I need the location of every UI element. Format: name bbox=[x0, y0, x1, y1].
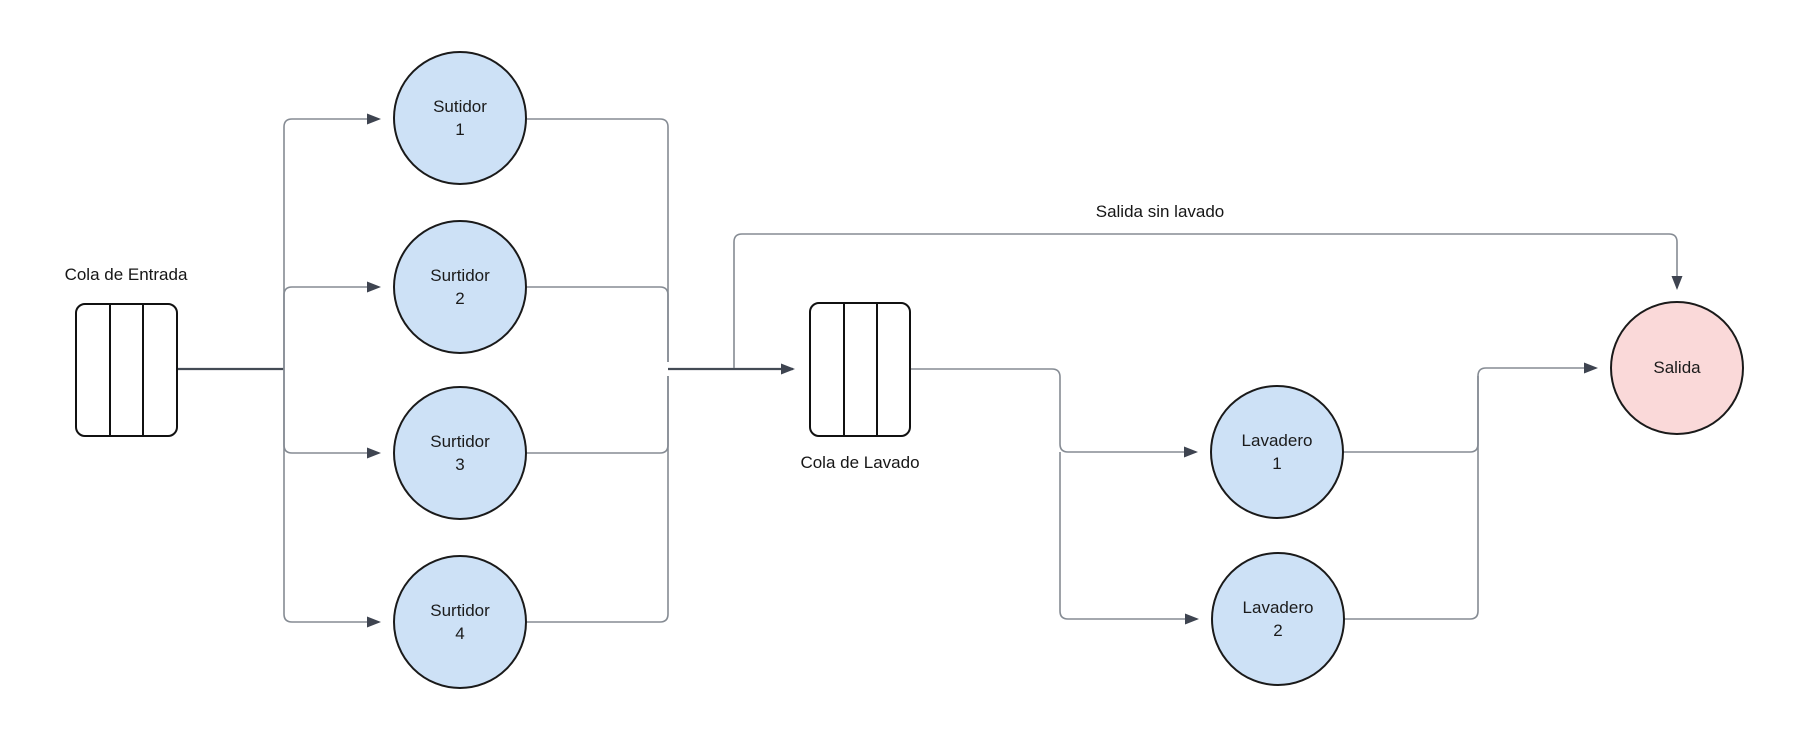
node-label: 2 bbox=[1273, 621, 1283, 640]
node-surtidor-2[interactable]: Surtidor 2 bbox=[393, 220, 527, 354]
edge-wash-queue-to-lavadero-1 bbox=[911, 368, 1198, 458]
node-label: 3 bbox=[455, 455, 465, 474]
edge-wash-queue-to-lavadero-2 bbox=[1059, 452, 1199, 625]
edge-junction-to-sutidor-1 bbox=[283, 113, 381, 369]
edge-lavadero-1-out-to-salida bbox=[1343, 362, 1598, 453]
node-label: Surtidor bbox=[430, 600, 490, 620]
edge-sutidor-1-out bbox=[527, 118, 669, 362]
bypass-edge-label: Salida sin lavado bbox=[1095, 202, 1225, 221]
node-label: Surtidor bbox=[430, 431, 490, 451]
wash-queue-label: Cola de Lavado bbox=[800, 453, 920, 472]
node-label: 4 bbox=[455, 624, 465, 643]
entry-queue-label: Cola de Entrada bbox=[64, 265, 188, 284]
entry-queue-shape[interactable] bbox=[75, 303, 178, 437]
node-surtidor-4[interactable]: Surtidor 4 bbox=[393, 555, 527, 689]
queue-divider bbox=[142, 305, 144, 435]
queue-divider bbox=[109, 305, 111, 435]
node-label: 2 bbox=[455, 289, 465, 308]
node-label: Sutidor bbox=[433, 96, 487, 116]
edge-lavadero-2-out bbox=[1344, 376, 1479, 620]
node-label: Surtidor bbox=[430, 265, 490, 285]
node-label: Lavadero bbox=[1241, 430, 1313, 450]
node-sutidor-1[interactable]: Sutidor 1 bbox=[393, 51, 527, 185]
node-label: Salida bbox=[1653, 358, 1701, 378]
edge-surtidor-4-out bbox=[527, 376, 669, 623]
node-salida[interactable]: Salida bbox=[1610, 301, 1744, 435]
wash-queue-shape[interactable] bbox=[809, 302, 911, 437]
node-label: 1 bbox=[1272, 454, 1282, 473]
edge-junction-to-surtidor-2 bbox=[283, 281, 381, 369]
queue-divider bbox=[876, 304, 878, 435]
node-label: 1 bbox=[455, 120, 465, 139]
edge-surtidor-3-out bbox=[527, 376, 669, 454]
edge-junction-to-surtidor-3 bbox=[283, 369, 381, 459]
edge-junction-to-surtidor-4 bbox=[283, 369, 381, 628]
edge-surtidor-2-out bbox=[527, 286, 669, 362]
queue-divider bbox=[843, 304, 845, 435]
node-label: Lavadero bbox=[1242, 597, 1314, 617]
node-lavadero-1[interactable]: Lavadero 1 bbox=[1210, 385, 1344, 519]
node-surtidor-3[interactable]: Surtidor 3 bbox=[393, 386, 527, 520]
node-lavadero-2[interactable]: Lavadero 2 bbox=[1211, 552, 1345, 686]
